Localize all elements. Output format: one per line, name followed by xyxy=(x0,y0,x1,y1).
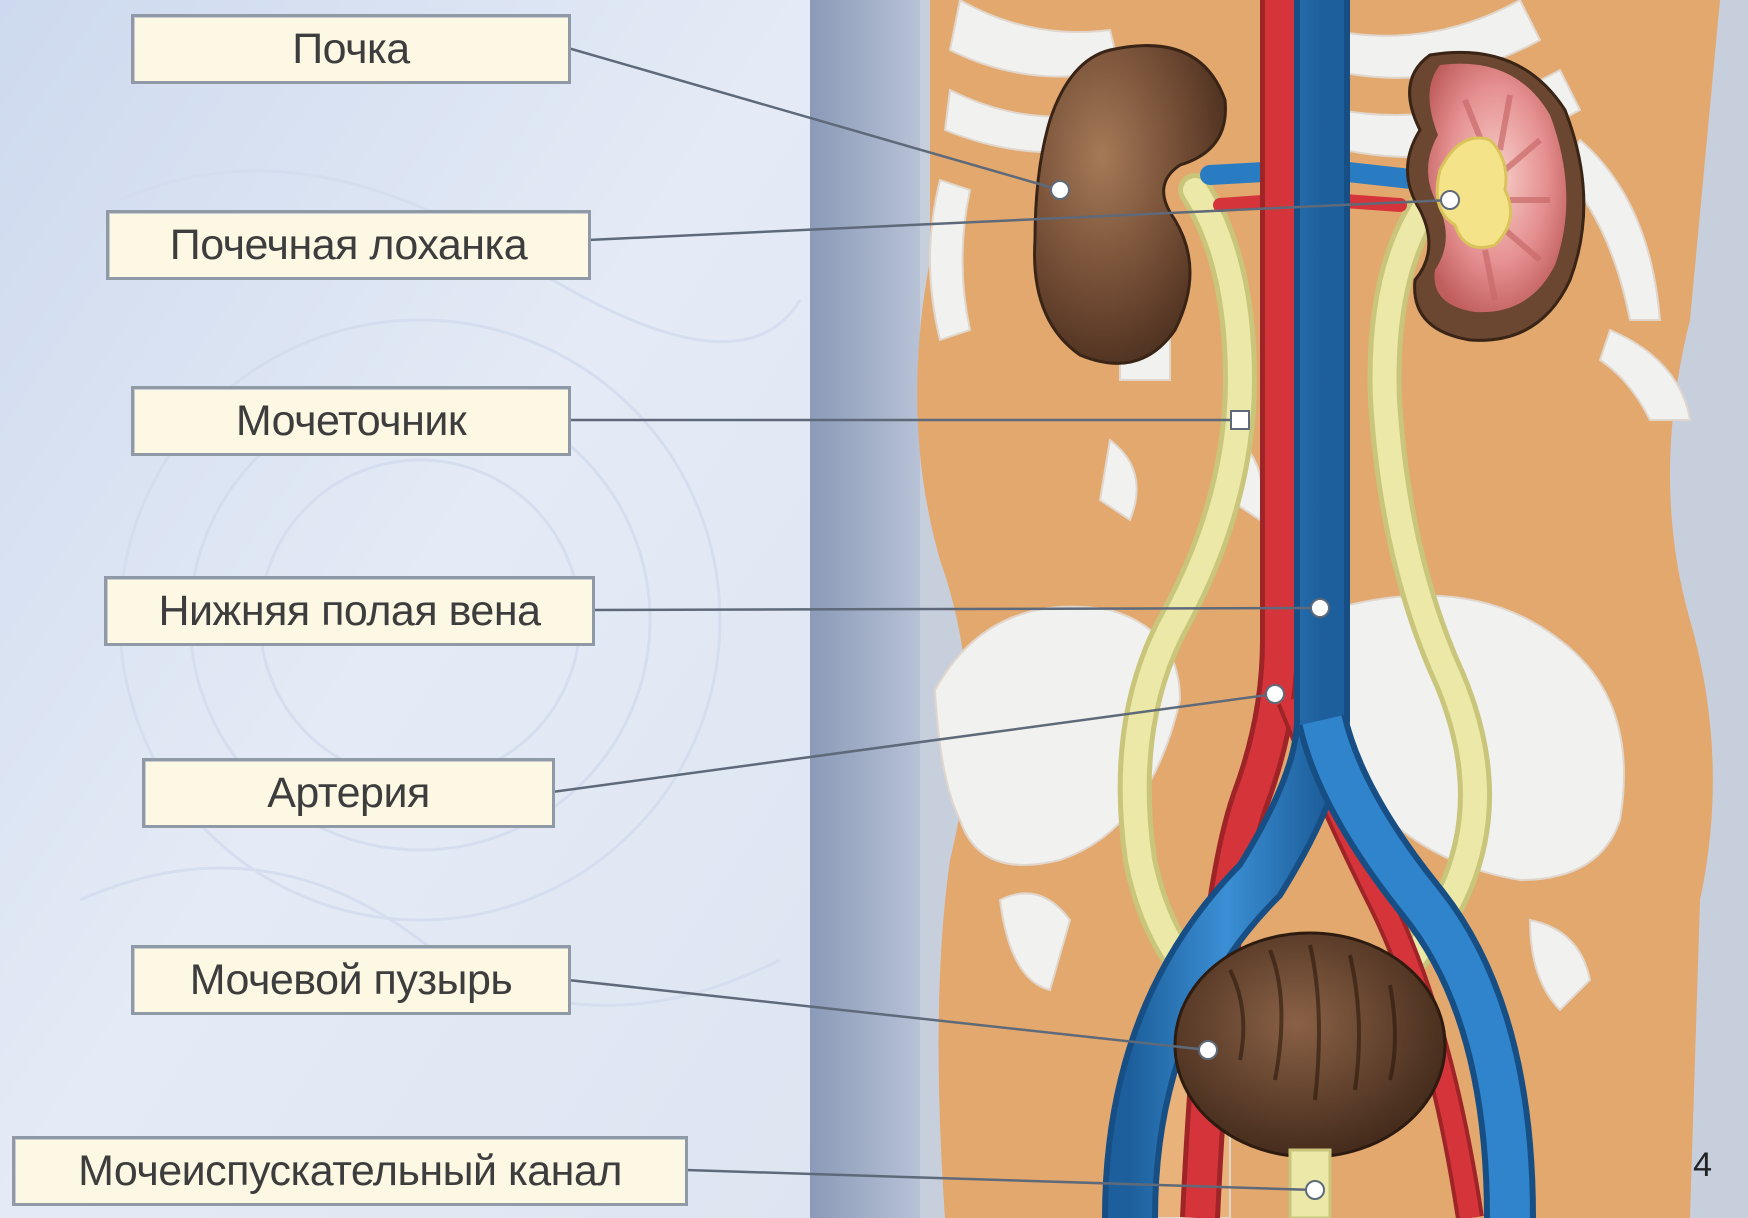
label-bladder: Мочевой пузырь xyxy=(131,945,571,1015)
label-kidney: Почка xyxy=(131,14,571,84)
bladder-marker xyxy=(1199,1041,1217,1059)
urethra-marker xyxy=(1306,1181,1324,1199)
label-ureter: Мочеточник xyxy=(131,386,571,456)
label-inferior-vena-cava: Нижняя полая вена xyxy=(104,576,595,646)
slide-number: 4 xyxy=(1693,1146,1712,1185)
ureter-marker xyxy=(1231,411,1249,429)
kidney-marker xyxy=(1051,181,1069,199)
label-renal-pelvis: Почечная лоханка xyxy=(106,210,591,280)
label-urethra: Мочеиспускательный канал xyxy=(12,1136,688,1206)
vena-cava-marker xyxy=(1311,599,1329,617)
renal-pelvis-marker xyxy=(1441,191,1459,209)
artery-marker xyxy=(1266,685,1284,703)
label-artery: Артерия xyxy=(142,758,555,828)
